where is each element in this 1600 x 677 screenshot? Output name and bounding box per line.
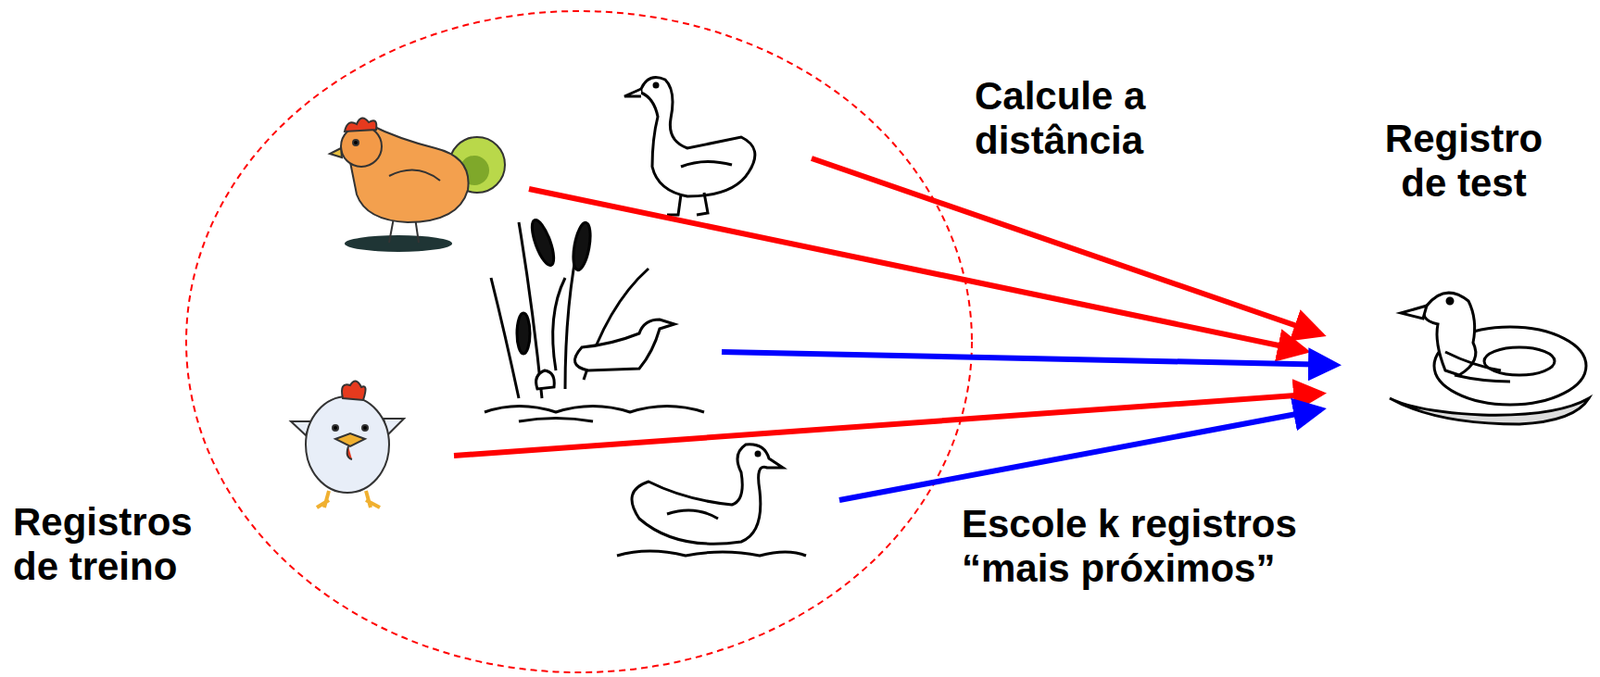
step-label: Escole k registros “mais próximos” [961, 502, 1351, 592]
test-record-label: Registro de test [1366, 116, 1562, 206]
step-label: Calcule a distância [974, 74, 1197, 164]
training-records-label: Registros de treino [12, 500, 236, 590]
swan-figure [617, 444, 807, 556]
ducks-in-reeds-figure [484, 217, 705, 422]
duck-float-figure [1389, 292, 1589, 425]
hen-figure [329, 117, 505, 252]
distance-arrows [453, 158, 1336, 501]
goose-figure [624, 77, 756, 215]
chick-figure [290, 380, 404, 508]
training-region [186, 11, 972, 673]
